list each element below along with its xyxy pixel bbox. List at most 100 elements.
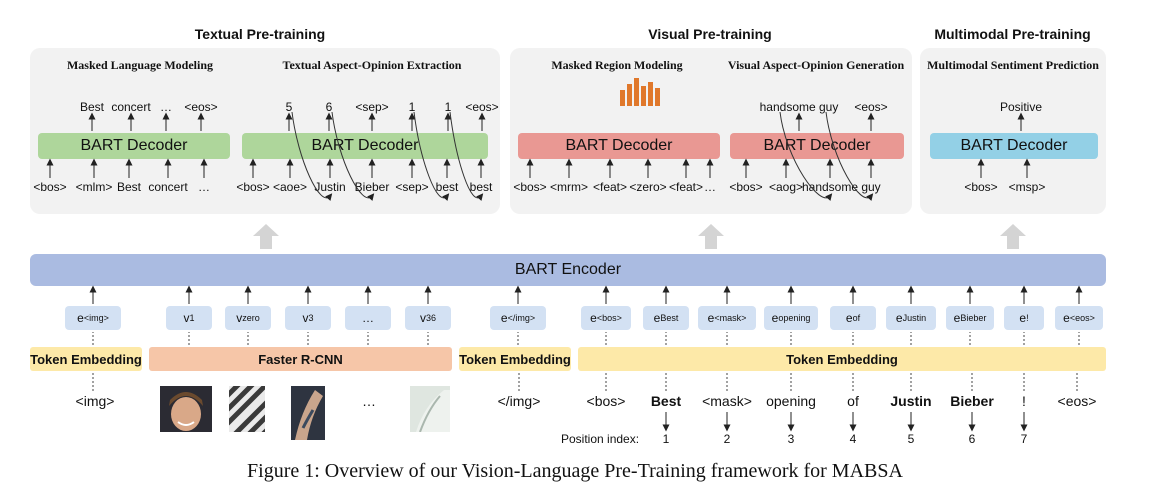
input-token: Justin xyxy=(890,393,932,409)
embedding-box: e</img> xyxy=(490,306,546,330)
striped-region-thumbnail xyxy=(229,386,265,432)
section-title-textual: Textual Pre-training xyxy=(194,26,326,42)
mrm-input-token: <mrm> xyxy=(549,180,589,194)
task-title-taoe: Textual Aspect-Opinion Extraction xyxy=(282,58,462,72)
multimodal-panel xyxy=(920,48,1106,214)
embedding-box: … xyxy=(345,306,391,330)
taoe-output-token: 5 xyxy=(285,100,293,114)
region-feature-bar-icon xyxy=(620,78,660,106)
up-arrow-icon xyxy=(1000,224,1026,249)
taoe-input-token: best xyxy=(469,180,493,194)
token-embedding-band: Token Embedding xyxy=(459,347,571,371)
input-token-img-open: <img> xyxy=(75,393,115,409)
bart-decoder-taoe: BART Decoder xyxy=(242,133,488,159)
task-title-mrm: Masked Region Modeling xyxy=(551,58,683,72)
mlm-output-token: Best xyxy=(79,100,105,114)
mlm-input-token: concert xyxy=(148,180,188,194)
bart-decoder-mrm: BART Decoder xyxy=(518,133,720,159)
mrm-input-token: <feat> xyxy=(592,180,628,194)
taoe-output-token: <eos> xyxy=(465,100,499,114)
taoe-input-token: best xyxy=(435,180,459,194)
textual-panel xyxy=(30,48,500,214)
pointer-curve xyxy=(449,111,484,201)
mlm-output-token: concert xyxy=(111,100,151,114)
bart-decoder-msp: BART Decoder xyxy=(930,133,1098,159)
face-photo-thumbnail xyxy=(160,386,212,432)
pointer-curve xyxy=(779,111,833,201)
vaog-input-token: guy xyxy=(861,180,881,194)
bart-decoder-vaog: BART Decoder xyxy=(730,133,904,159)
input-token: of xyxy=(847,393,859,409)
embedding-box: e<eos> xyxy=(1055,306,1103,330)
mlm-input-token: <mlm> xyxy=(75,180,113,194)
taoe-input-token: <aoe> xyxy=(272,180,308,194)
position-index: 2 xyxy=(723,432,731,446)
input-token-img-close: </img> xyxy=(497,393,541,409)
position-index-label: Position index: xyxy=(561,432,640,446)
embedding-box: e<bos> xyxy=(581,306,631,330)
mlm-output-token: … xyxy=(160,100,172,114)
mlm-output-token: <eos> xyxy=(184,100,218,114)
visual-panel xyxy=(510,48,912,214)
input-token: Best xyxy=(650,393,682,409)
task-title-msp: Multimodal Sentiment Prediction xyxy=(927,58,1099,72)
vaog-output-token: <eos> xyxy=(854,100,888,114)
tattoo-arm-thumbnail xyxy=(291,386,325,440)
input-token-ellipsis: … xyxy=(362,393,376,409)
task-title-vaog: Visual Aspect-Opinion Generation xyxy=(727,58,905,72)
section-title-multimodal: Multimodal Pre-training xyxy=(934,26,1091,42)
vaog-output-token: handsome guy xyxy=(759,100,839,114)
position-index: 5 xyxy=(907,432,915,446)
msp-input-token: <bos> xyxy=(964,180,998,194)
taoe-output-token: <sep> xyxy=(355,100,389,114)
mlm-input-token: Best xyxy=(116,180,142,194)
input-token: <eos> xyxy=(1057,393,1097,409)
vaog-input-token: <aog> xyxy=(768,180,804,194)
mlm-input-token: <bos> xyxy=(33,180,67,194)
taoe-output-token: 6 xyxy=(325,100,333,114)
token-embedding-band: Token Embedding xyxy=(578,347,1106,371)
position-index: 7 xyxy=(1020,432,1028,446)
vaog-input-token: handsome xyxy=(801,180,859,194)
input-token: <mask> xyxy=(702,393,752,409)
light-region-thumbnail xyxy=(410,386,450,432)
embedding-box: e<img> xyxy=(65,306,121,330)
taoe-input-token: <bos> xyxy=(236,180,270,194)
figure-caption: Figure 1: Overview of our Vision-Languag… xyxy=(247,460,903,482)
section-title-visual: Visual Pre-training xyxy=(648,26,772,42)
msp-input-token: <msp> xyxy=(1008,180,1046,194)
taoe-input-token: Justin xyxy=(314,180,346,194)
up-arrow-icon xyxy=(253,224,279,249)
taoe-input-token: Bieber xyxy=(354,180,390,194)
bart-decoder-mlm: BART Decoder xyxy=(38,133,230,159)
token-embedding-band: Token Embedding xyxy=(30,347,142,371)
pointer-curve xyxy=(413,111,450,201)
embedding-box: e! xyxy=(1004,306,1044,330)
up-arrow-icon xyxy=(698,224,724,249)
task-title-mlm: Masked Language Modeling xyxy=(66,58,213,72)
pointer-curve xyxy=(291,111,333,201)
input-token: Bieber xyxy=(950,393,994,409)
input-token: opening xyxy=(766,393,816,409)
taoe-output-token: 1 xyxy=(444,100,452,114)
position-index: 3 xyxy=(787,432,795,446)
msp-output-token: Positive xyxy=(999,100,1043,114)
bart-encoder: BART Encoder xyxy=(30,254,1106,286)
vaog-input-token: <bos> xyxy=(729,180,763,194)
mrm-input-token: … xyxy=(704,180,716,194)
position-index: 1 xyxy=(662,432,670,446)
position-index: 4 xyxy=(849,432,857,446)
mrm-input-token: <feat> xyxy=(668,180,704,194)
position-index: 6 xyxy=(968,432,976,446)
taoe-output-token: 1 xyxy=(408,100,416,114)
